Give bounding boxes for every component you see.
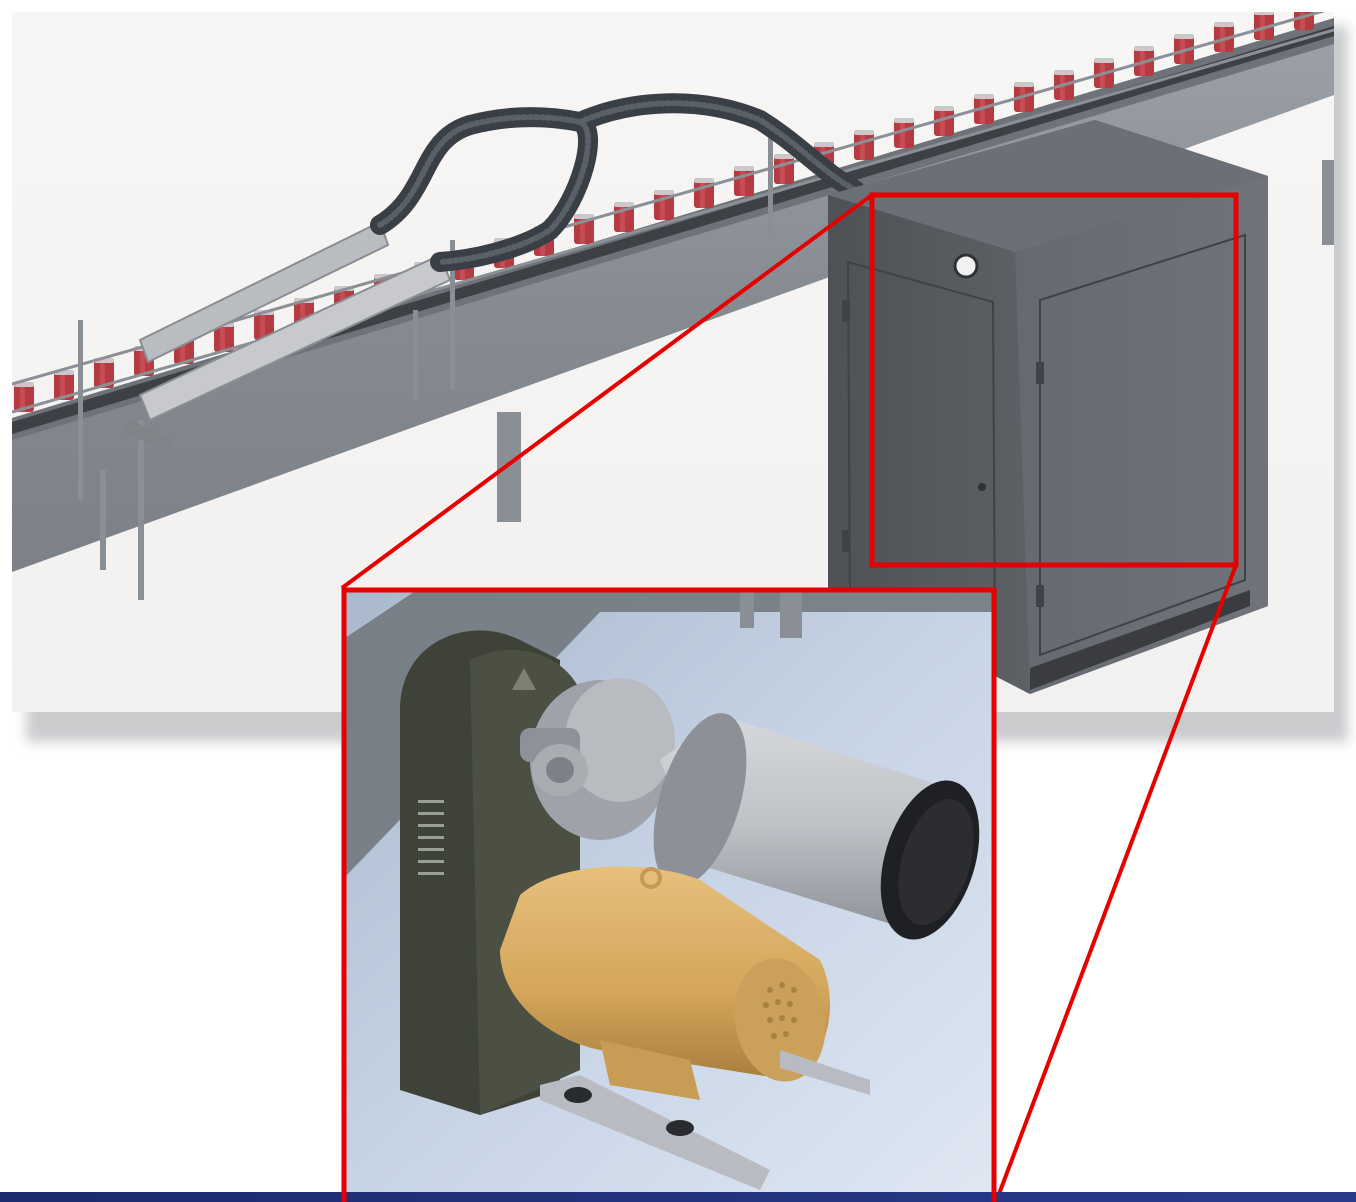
blower-housing (520, 678, 675, 840)
mounting-rails (540, 1050, 870, 1190)
render-panel (12, 12, 1334, 712)
pressure-gauge (953, 253, 979, 279)
callout-line-right (994, 564, 1238, 1202)
air-hoses (370, 93, 865, 272)
detail-inset (342, 588, 996, 1202)
electric-motor (500, 866, 830, 1100)
support-legs (78, 125, 1334, 600)
enclosure-top (828, 120, 1268, 252)
callout-line-left (340, 193, 874, 590)
enclosure-side (1015, 176, 1268, 694)
air-filter (653, 713, 980, 940)
highlight-box (869, 192, 1239, 568)
conveyor-chain (12, 26, 1334, 434)
bottom-accent-bar (0, 1192, 1356, 1202)
enclosure-front (828, 195, 1030, 694)
guide-rail (12, 28, 1334, 414)
air-knife-assemblies (121, 220, 452, 452)
